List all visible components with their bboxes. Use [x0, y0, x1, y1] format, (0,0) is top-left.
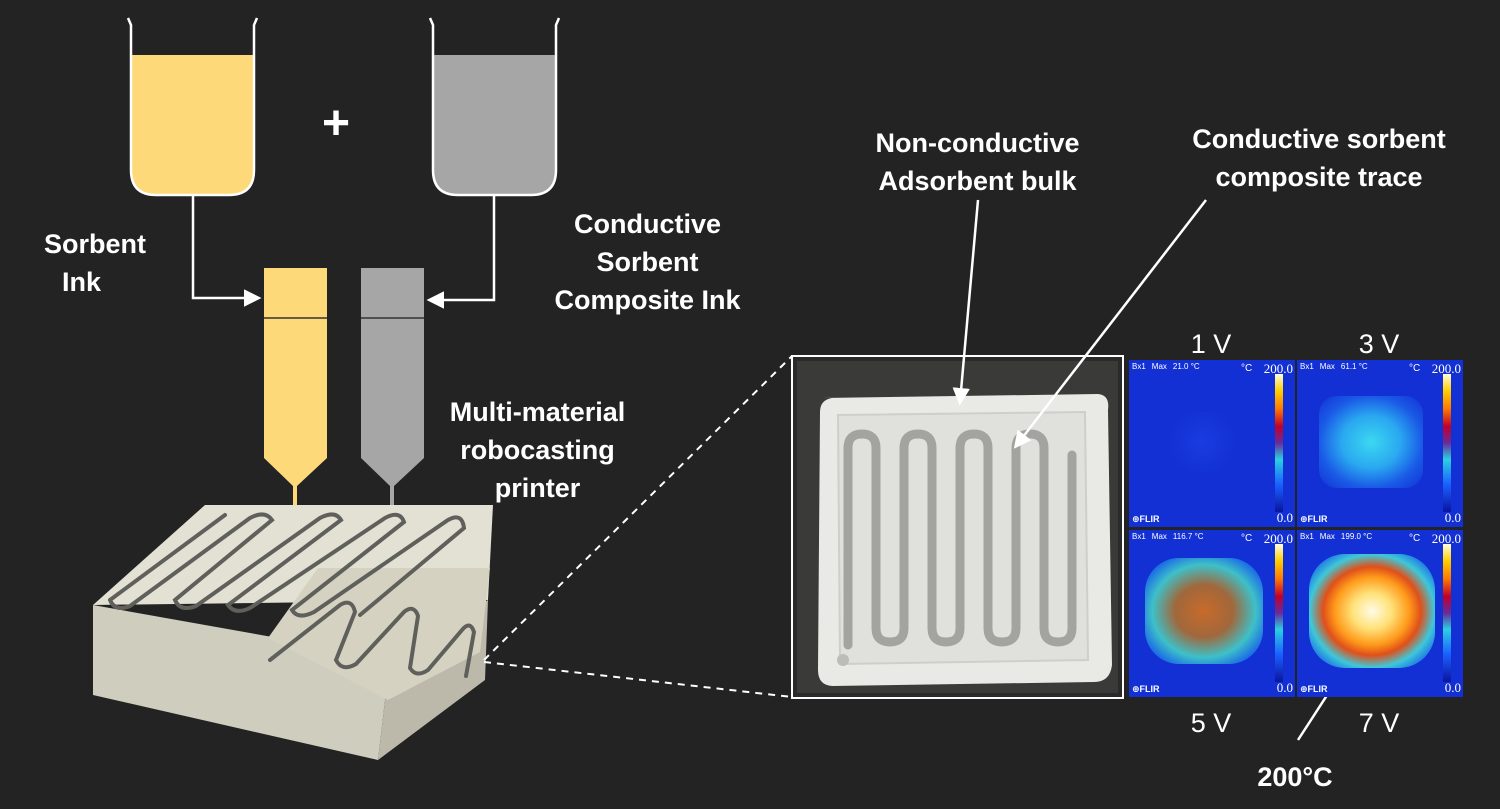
bulk-arrow [952, 199, 980, 406]
printed-block [93, 505, 493, 760]
zoom-line-bottom [483, 661, 793, 698]
serpentine-trace [108, 512, 477, 678]
peak-temp-label: 200°C [1257, 762, 1333, 792]
trace-label: Conductive sorbent composite trace [1192, 124, 1446, 192]
thermal-scale-bar [1443, 544, 1451, 682]
voltage-label-2: 3 V [1358, 329, 1400, 359]
flir-logo: ⊕FLIR [1132, 684, 1160, 694]
flir-logo: ⊕FLIR [1132, 514, 1160, 524]
trace-arrow [1013, 199, 1207, 449]
sorbent-ink-label: Sorbent Ink [44, 229, 147, 297]
conductive-feed-arrow [426, 196, 496, 309]
thermal-scale-bar [1275, 544, 1283, 682]
conductive-ink-label: Conductive Sorbent Composite Ink [554, 209, 741, 315]
voltage-label-1: 1 V [1190, 329, 1232, 359]
flir-logo: ⊕FLIR [1300, 684, 1328, 694]
sorbent-ink-beaker [126, 17, 259, 197]
voltage-label-3: 5 V [1190, 708, 1232, 738]
conductive-syringe [361, 268, 424, 505]
conductive-ink-beaker [428, 17, 561, 197]
printer-label: Multi-material robocasting printer [449, 397, 626, 503]
thermal-scale-bar [1275, 374, 1283, 512]
thermal-scale-bar [1443, 374, 1451, 512]
bulk-label: Non-conductive Adsorbent bulk [875, 128, 1080, 196]
plus-sign: + [322, 97, 351, 150]
sorbent-feed-arrow [191, 196, 262, 307]
voltage-label-4: 7 V [1358, 708, 1400, 738]
sample-photo [791, 355, 1124, 699]
flir-logo: ⊕FLIR [1300, 514, 1328, 524]
photo-serpentine-trace [843, 429, 1077, 650]
sorbent-syringe [264, 268, 327, 505]
